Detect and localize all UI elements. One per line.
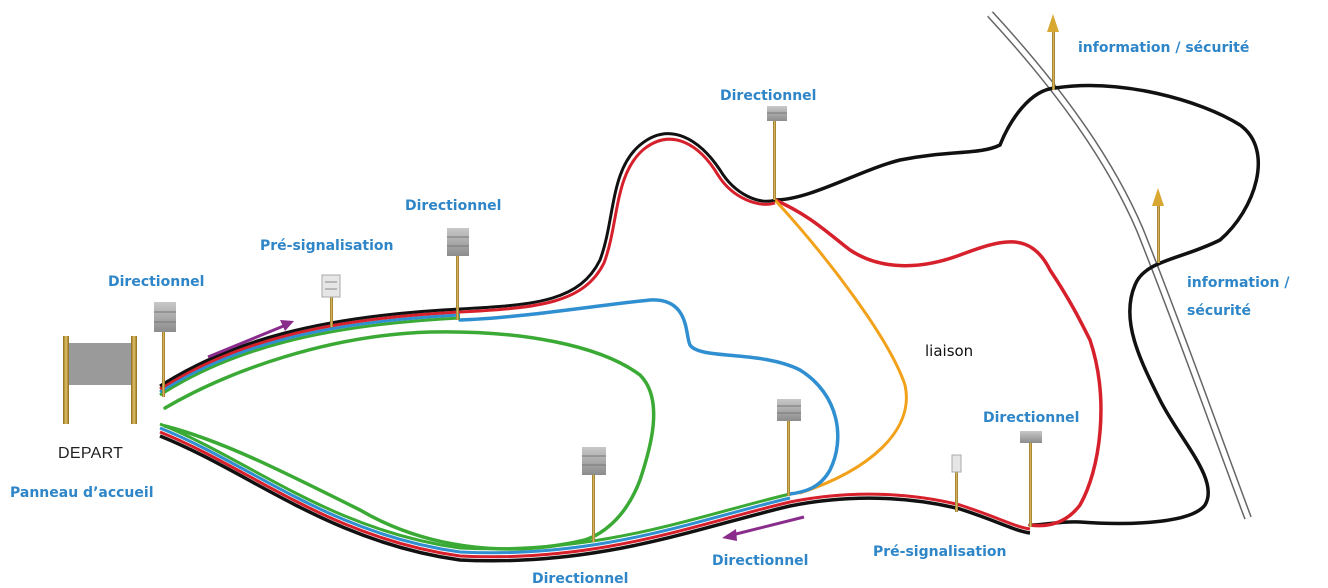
- directional-sign-icon: [1020, 431, 1042, 527]
- bundle-upper: [159, 132, 776, 397]
- presignal-sign-icon: [951, 454, 962, 512]
- label-directionnel-mid-left: Directionnel: [405, 198, 501, 214]
- label-info-right-2: sécurité: [1187, 303, 1251, 319]
- black-route: [773, 83, 1261, 527]
- label-directionnel-bottom-mid: Directionnel: [712, 553, 808, 569]
- orange-route: [773, 198, 908, 495]
- green-route: [163, 330, 656, 551]
- directional-sign-icon: [447, 228, 469, 320]
- label-presignal-bottom: Pré-signalisation: [873, 544, 1007, 560]
- label-directionnel-right: Directionnel: [983, 410, 1079, 426]
- label-directionnel-center-top: Directionnel: [720, 88, 816, 104]
- road-icon: [987, 11, 1252, 520]
- label-presignal-left: Pré-signalisation: [260, 238, 394, 254]
- bundle-lower: [159, 422, 1031, 563]
- label-liaison: liaison: [925, 342, 973, 360]
- directional-sign-icon: [582, 447, 606, 542]
- label-info-right-1: information /: [1187, 275, 1290, 291]
- blue-route: [458, 298, 840, 496]
- label-directionnel-bottom: Directionnel: [532, 571, 628, 587]
- label-panneau: Panneau d’accueil: [10, 485, 154, 501]
- welcome-panel-icon: [63, 336, 137, 424]
- presignal-sign-icon: [321, 274, 341, 327]
- info-sign-icon: [1047, 14, 1059, 90]
- directional-sign-icon: [767, 106, 787, 200]
- info-sign-icon: [1152, 188, 1164, 263]
- directional-sign-icon: [154, 302, 176, 397]
- label-directionnel-left: Directionnel: [108, 274, 204, 290]
- red-route: [773, 198, 1103, 528]
- directional-sign-icon: [777, 399, 801, 496]
- direction-arrow-icon: [207, 320, 294, 359]
- direction-arrow-icon: [722, 515, 805, 541]
- label-depart: DEPART: [58, 445, 123, 462]
- label-info-top: information / sécurité: [1078, 40, 1249, 56]
